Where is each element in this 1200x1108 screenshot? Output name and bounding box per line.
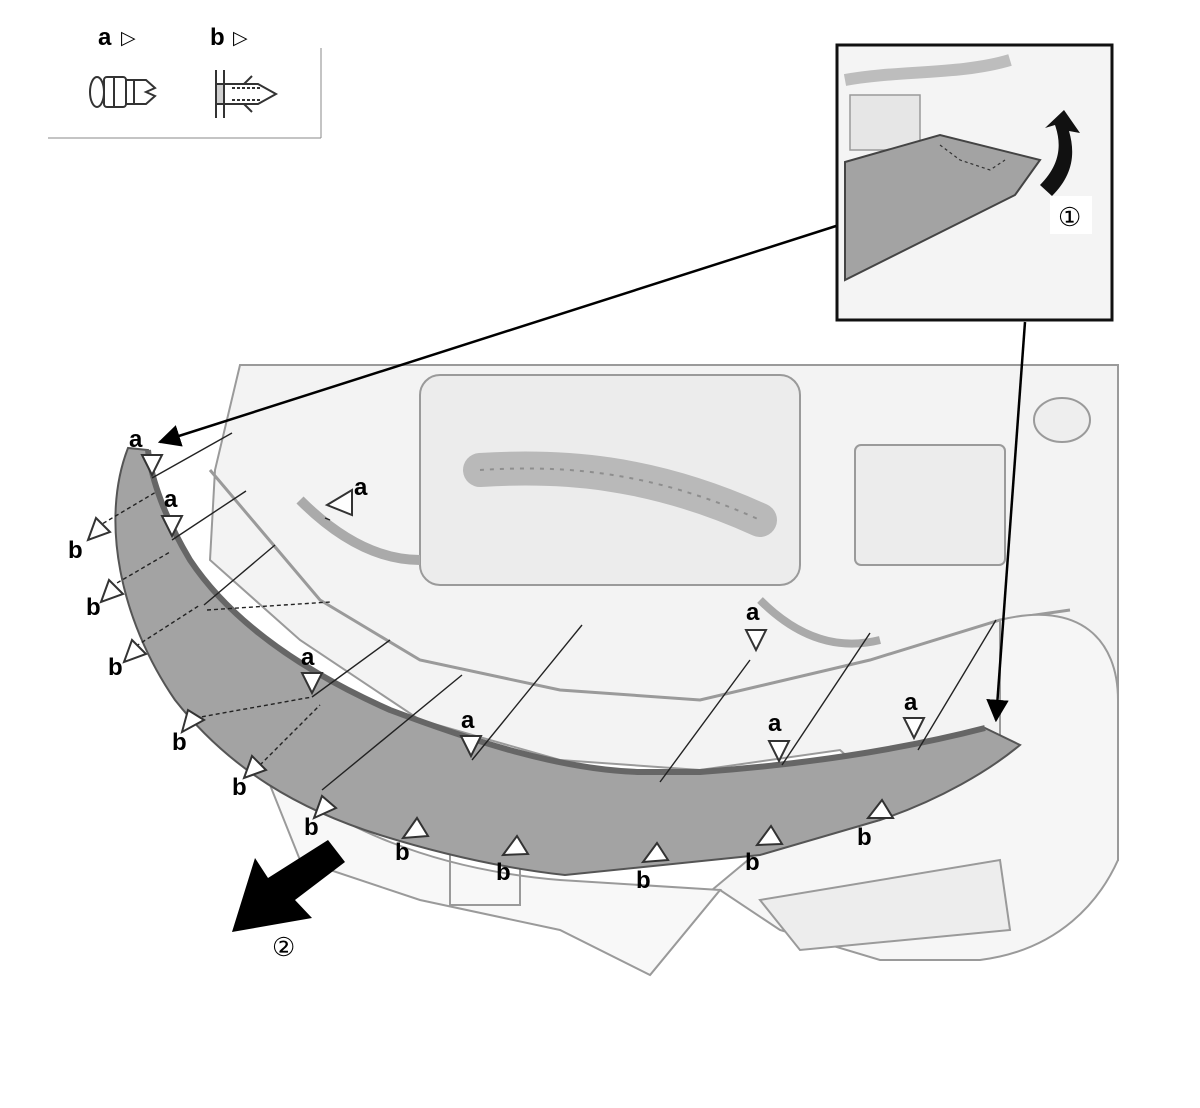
removal-direction: ② [232,840,345,963]
svg-text:a: a [461,707,475,734]
clip-a-marker: a [459,707,483,759]
fastener-b-marker: b [395,816,430,866]
inset-bracket [849,94,921,151]
legend-b-letter: b [210,24,225,51]
clip-icon [89,76,157,108]
legend-a-letter: a [98,24,112,51]
pull-arrow-icon [232,840,345,932]
clip-a-marker: a [160,486,184,539]
fastener-b-marker: b [496,834,530,886]
leader-lines [96,432,997,791]
svg-text:b: b [496,859,511,886]
fastener-b-marker: b [745,824,784,876]
legend-b-symbol: ▷ [233,27,248,49]
inset-pointers [157,224,1027,723]
cover-seal-edge [145,449,986,775]
svg-text:a: a [164,486,178,513]
fastener-b-marker: b [108,638,148,681]
lift-arrow-icon [1040,110,1080,196]
fog-light-bezel [758,858,1012,952]
clip-a-marker: a [902,689,926,741]
battery-box [854,444,1006,566]
svg-text:b: b [636,867,651,894]
hose-left [296,496,421,565]
fastener-icon [215,70,279,118]
inset-hose [843,54,1012,86]
detail-inset: ① [835,43,1114,322]
clip-a-markers: a a a a a a a a [129,426,926,764]
svg-text:a: a [904,689,918,716]
svg-text:b: b [172,729,187,756]
intake-hose-ribs [479,467,761,521]
svg-text:b: b [232,774,247,801]
svg-text:a: a [354,474,368,501]
svg-text:b: b [108,654,123,681]
clip-a-marker: a [324,474,368,517]
pointer-to-left-end [157,224,837,447]
fastener-b-marker: b [86,578,125,621]
clip-a-marker: a [129,426,164,478]
fastener-b-marker: b [172,708,206,756]
svg-text:b: b [745,849,760,876]
step-1-label: ① [1058,203,1081,233]
fastener-b-marker: b [304,794,338,841]
pointer-to-right-end [986,321,1027,723]
clip-a-marker: a [744,599,768,653]
fastener-b-marker: b [857,798,895,851]
svg-text:a: a [768,710,782,737]
step-2-label: ② [272,933,295,963]
svg-text:b: b [68,537,83,564]
reservoir-cap [1033,397,1091,443]
svg-text:a: a [129,426,143,453]
fastener-b-marker: b [636,841,670,894]
radiator-support [208,469,1071,702]
inset-cover-corner [844,133,1042,282]
svg-text:a: a [301,644,315,671]
svg-text:a: a [746,599,760,626]
fastener-legend: a ▷ b ▷ [48,24,322,139]
fastener-b-marker: b [68,516,112,564]
engine-bay-illustration [208,364,1119,977]
hose-right [757,597,881,648]
inset-clip-outline [939,144,1006,171]
step-1-label-bg [1050,196,1092,234]
svg-text:b: b [395,839,410,866]
fastener-b-marker: b [232,754,268,801]
fastener-b-markers: b b b b b b b b [68,516,895,894]
legend-a-symbol: ▷ [121,27,136,49]
clip-a-marker: a [767,710,791,764]
svg-text:b: b [304,814,319,841]
clip-a-marker: a [300,644,324,696]
svg-text:b: b [857,824,872,851]
radiator-cover-part [114,446,1022,877]
svg-text:b: b [86,594,101,621]
